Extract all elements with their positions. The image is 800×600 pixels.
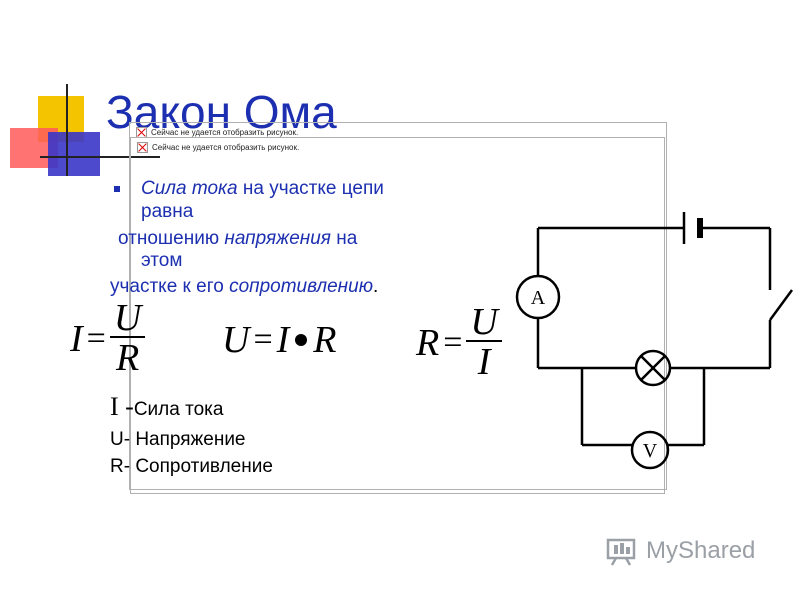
formula-symbol: R xyxy=(416,322,440,364)
decor-vertical-line xyxy=(66,84,68,176)
fraction-numerator: U xyxy=(113,297,142,339)
definition-text: участке к его xyxy=(110,276,230,297)
legend-symbol: I - xyxy=(110,392,134,421)
legend-voltage: U- Напряжение xyxy=(110,429,246,450)
term-voltage: напряжения xyxy=(224,228,331,249)
definition-line-5: участке к его сопротивлению. xyxy=(110,276,378,298)
fraction-bar xyxy=(109,336,146,338)
definition-line-1: Сила тока на участке цепи xyxy=(141,178,384,200)
placeholder-text: Сейчас не удается отобразить рисунок. xyxy=(151,128,299,137)
switch-blade xyxy=(768,289,794,321)
formula-equals: = xyxy=(86,320,106,357)
decor-square-blue xyxy=(48,132,100,176)
legend-resistance: R- Сопротивление xyxy=(110,456,273,477)
lamp-circle xyxy=(634,349,672,387)
formula-symbol: I xyxy=(70,318,83,360)
decor-horizontal-line xyxy=(40,156,160,158)
legend-text: Сила тока xyxy=(133,399,224,420)
ammeter-circle xyxy=(515,274,561,320)
formula-symbol: I xyxy=(276,319,290,361)
ammeter-label: A xyxy=(531,287,546,309)
formula-symbol: U xyxy=(222,319,250,361)
legend-current: I -Сила тока xyxy=(110,392,223,422)
lamp-cross-b xyxy=(640,355,666,381)
voltmeter-label: V xyxy=(643,440,658,462)
formula-symbol: R xyxy=(313,319,337,361)
term-current: Сила тока xyxy=(141,178,238,199)
definition-line-4: этом xyxy=(141,250,183,271)
fraction-denominator: I xyxy=(477,341,491,383)
definition-text: на xyxy=(330,228,358,249)
fraction-denominator: R xyxy=(115,337,140,379)
definition-text: отношению xyxy=(118,228,225,249)
watermark-text: MyShared xyxy=(646,537,756,564)
watermark: MyShared xyxy=(606,536,755,566)
formula-equals: = xyxy=(253,321,273,358)
multiply-dot xyxy=(295,334,308,346)
definition-line-2: равна xyxy=(141,201,194,222)
definition-line-3: отношению напряжения на xyxy=(118,228,357,250)
definition-text: на участке цепи xyxy=(237,178,384,199)
voltmeter-circle xyxy=(630,430,670,470)
circuit-diagram: A V xyxy=(515,212,794,470)
image-placeholder-2: Сейчас не удается отобразить рисунок. xyxy=(130,137,665,494)
broken-image-icon xyxy=(137,142,148,153)
myshared-logo-icon xyxy=(606,538,636,566)
definition-period: . xyxy=(373,276,379,297)
term-resistance: сопротивлению xyxy=(229,276,373,297)
fraction-numerator: U xyxy=(470,301,498,343)
fraction-bar xyxy=(466,340,502,342)
bullet-square xyxy=(114,186,120,192)
formula-equals: = xyxy=(443,324,463,361)
placeholder-text: Сейчас не удается отобразить рисунок. xyxy=(152,143,300,152)
